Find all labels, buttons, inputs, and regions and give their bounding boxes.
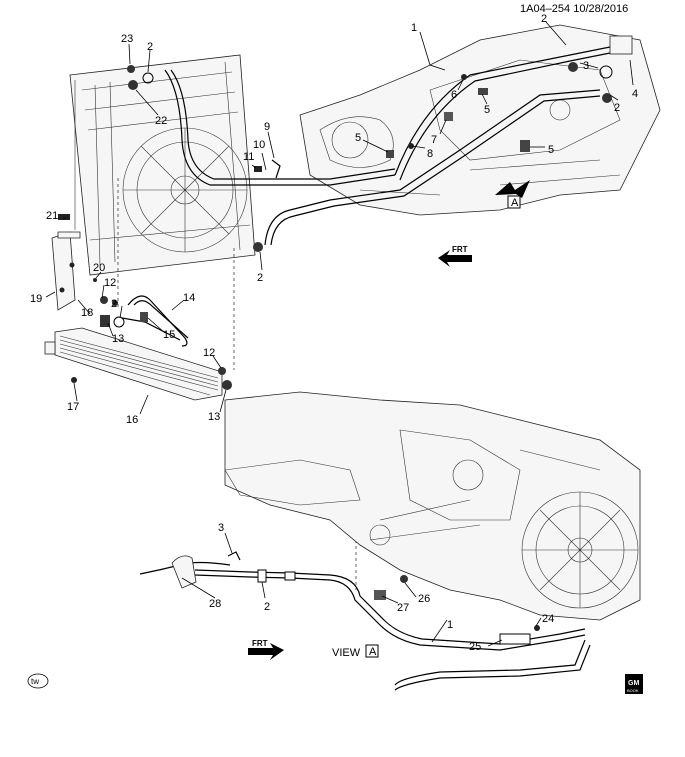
callout-3: 3 bbox=[583, 60, 589, 72]
callout-12: 12 bbox=[203, 347, 215, 359]
upper-fittings bbox=[127, 62, 613, 252]
callout-16: 16 bbox=[126, 414, 138, 426]
callout-2: 2 bbox=[264, 601, 270, 613]
callout-24: 24 bbox=[542, 613, 554, 625]
callout-3: 3 bbox=[218, 522, 224, 534]
book-logo-text: BOOK bbox=[627, 688, 639, 693]
gm-logo-text: GM bbox=[628, 680, 639, 687]
frt-label-lower: FRT bbox=[252, 639, 268, 648]
callout-18: 18 bbox=[81, 307, 93, 319]
callout-25: 25 bbox=[469, 641, 481, 653]
callout-22: 22 bbox=[155, 115, 167, 127]
callout-5: 5 bbox=[548, 144, 554, 156]
view-a-arrow-upper: A bbox=[495, 180, 530, 209]
callout-19: 19 bbox=[30, 293, 42, 305]
tw-logo-text: tw bbox=[31, 677, 39, 686]
callout-5: 5 bbox=[484, 104, 490, 116]
callout-2: 2 bbox=[257, 272, 263, 284]
leader-lines-upper bbox=[45, 21, 634, 415]
callout-1: 1 bbox=[411, 22, 417, 34]
callout-8: 8 bbox=[427, 148, 433, 160]
callout-20: 20 bbox=[93, 262, 105, 274]
callouts-lower: 3 28 2 1 26 27 24 25 bbox=[209, 522, 554, 653]
cooler-hoses-14-15 bbox=[100, 295, 232, 390]
callout-5: 5 bbox=[355, 132, 361, 144]
callout-28: 28 bbox=[209, 598, 221, 610]
callout-2: 2 bbox=[147, 41, 153, 53]
callout-9: 9 bbox=[264, 121, 270, 133]
callout-2: 2 bbox=[614, 102, 620, 114]
gm-book-logo: GM BOOK bbox=[625, 674, 643, 694]
cooler-bracket bbox=[51, 214, 97, 311]
callout-6: 6 bbox=[451, 89, 457, 101]
callout-15: 15 bbox=[163, 329, 175, 341]
frt-arrow-lower: FRT bbox=[248, 639, 284, 660]
leader-lines-lower bbox=[181, 532, 542, 647]
callout-10: 10 bbox=[253, 139, 265, 151]
callout-23: 23 bbox=[121, 33, 133, 45]
callout-11: 11 bbox=[243, 151, 254, 163]
callout-7: 7 bbox=[431, 134, 437, 146]
cooler-lines-lower bbox=[139, 551, 591, 691]
callout-26: 26 bbox=[418, 593, 430, 605]
oil-cooler-upper-lines bbox=[164, 35, 633, 246]
view-a-label: VIEW A bbox=[332, 644, 379, 659]
radiator-fan-assembly bbox=[69, 54, 256, 276]
callout-17: 17 bbox=[67, 401, 79, 413]
callout-2: 2 bbox=[541, 13, 547, 25]
callout-14: 14 bbox=[183, 292, 195, 304]
callout-13: 13 bbox=[112, 333, 124, 345]
callout-4: 4 bbox=[632, 88, 638, 100]
callout-12: 12 bbox=[104, 277, 116, 289]
callout-21: 21 bbox=[46, 210, 58, 222]
view-a-upper-box-letter: A bbox=[511, 197, 519, 209]
frt-label-upper: FRT bbox=[452, 245, 468, 254]
callout-1: 1 bbox=[447, 619, 453, 631]
diagram-reference-date: 1A04–254 10/28/2016 bbox=[520, 3, 628, 15]
view-box-letter: A bbox=[369, 646, 377, 658]
frt-arrow-upper: FRT bbox=[438, 245, 472, 267]
callout-13: 13 bbox=[208, 411, 220, 423]
callout-2: 2 bbox=[111, 298, 117, 310]
transmission-oil-cooler bbox=[44, 327, 223, 401]
callout-27: 27 bbox=[397, 602, 409, 614]
transmission-engine-block-lower bbox=[224, 391, 641, 621]
callouts-upper: 23 2 22 1 2 3 4 2 6 5 7 8 5 5 9 10 11 2 … bbox=[30, 13, 638, 426]
view-label: VIEW bbox=[332, 647, 361, 659]
tw-logo: tw bbox=[27, 673, 49, 689]
